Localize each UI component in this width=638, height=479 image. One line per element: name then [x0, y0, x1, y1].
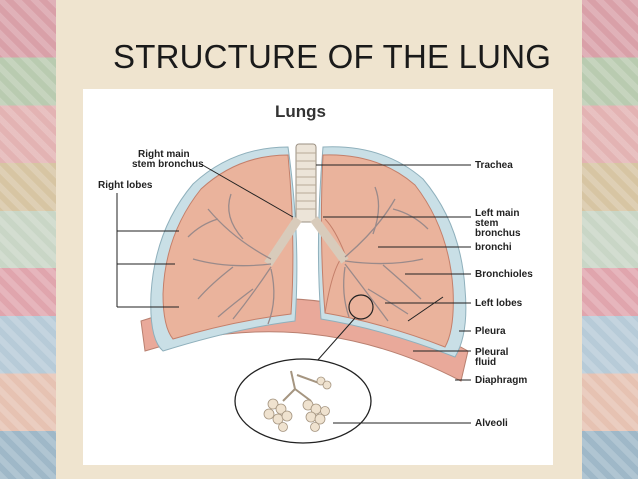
trachea-shape — [295, 143, 317, 223]
alveoli-inset — [234, 358, 372, 444]
pointer-right-main-stem-bronchus — [198, 162, 294, 218]
label-pleura: Pleura — [475, 326, 506, 337]
label-alveoli: Alveoli — [475, 418, 508, 429]
left-main-bronchus — [310, 216, 349, 264]
left-bronchial-tree — [343, 186, 429, 322]
lung-diagram-panel: Lungs — [83, 89, 553, 465]
label-trachea: Trachea — [475, 160, 513, 171]
label-diaphragm: Diaphragm — [475, 375, 527, 386]
zoom-marker-circle — [348, 294, 374, 320]
label-bronchi: bronchi — [475, 242, 512, 253]
right-lung-shape — [162, 154, 294, 340]
diagram-heading: Lungs — [275, 102, 326, 121]
slide-title: STRUCTURE OF THE LUNG — [113, 38, 552, 75]
label-bronchioles: Bronchioles — [475, 269, 533, 280]
alveoli-clusters — [263, 370, 332, 432]
label-pleural-fluid: Pleural fluid — [475, 347, 511, 368]
pointer-right-lobes — [116, 193, 179, 308]
pointer-left-lobes — [385, 296, 471, 322]
label-left-main-stem-bronchus: Left main stem bronchus — [475, 208, 522, 239]
right-main-bronchus — [264, 216, 302, 267]
decorative-border-right — [582, 0, 638, 479]
lung-diagram: Lungs — [98, 102, 533, 444]
trachea-rings — [296, 152, 316, 210]
label-right-lobes: Right lobes — [98, 180, 153, 191]
decorative-border-left — [0, 0, 56, 479]
label-left-lobes: Left lobes — [475, 298, 523, 309]
label-right-main-stem-bronchus: Right main stem bronchus — [132, 149, 204, 170]
right-bronchial-tree — [187, 193, 275, 325]
